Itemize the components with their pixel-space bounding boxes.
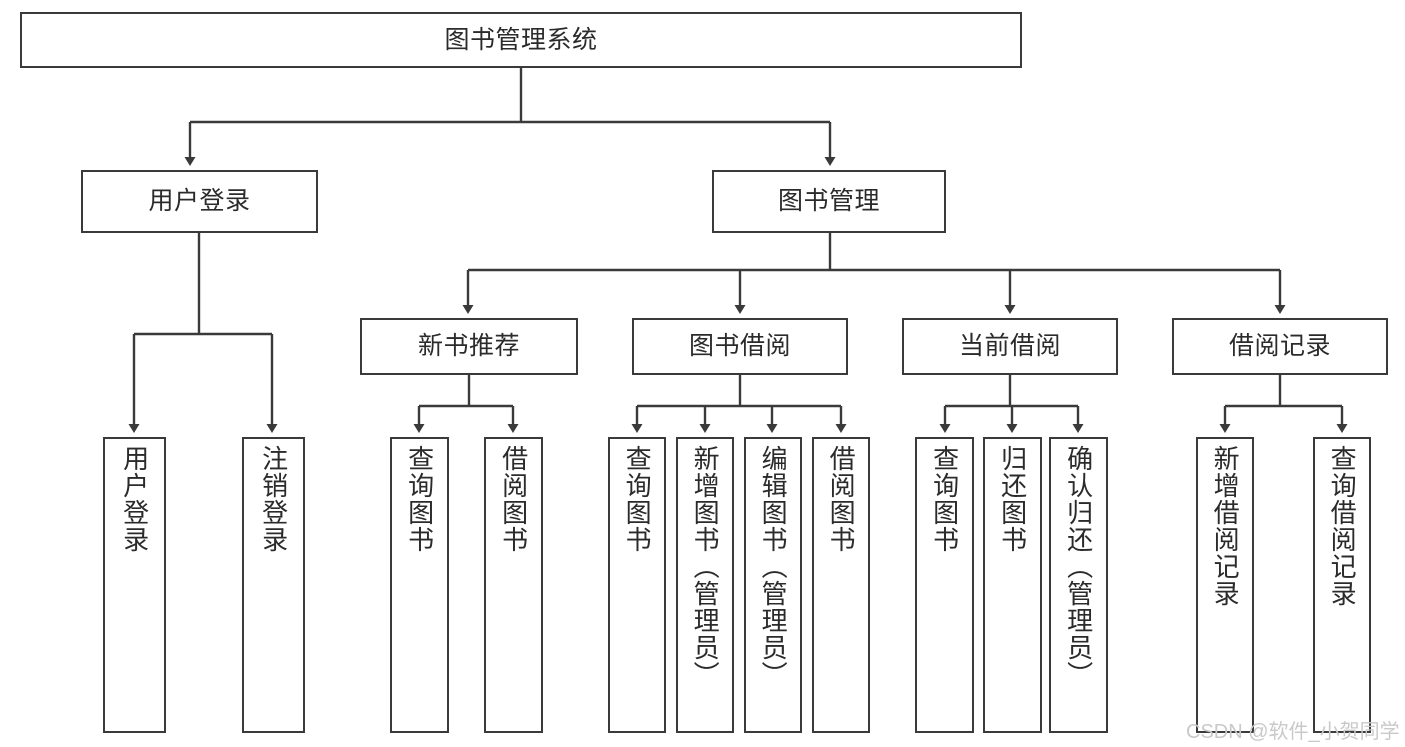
node-label: 查询图书 [622, 445, 653, 553]
leaf-book-borrow-add[interactable]: 新增图书（管理员） [676, 437, 734, 733]
leaf-current-borrow-query[interactable]: 查询图书 [915, 437, 974, 733]
leaf-borrow-record-query[interactable]: 查询借阅记录 [1313, 437, 1371, 733]
node-user-login[interactable]: 用户登录 [81, 170, 318, 233]
node-label: 查询图书 [929, 445, 960, 553]
node-label: 图书管理系统 [444, 25, 598, 54]
node-current-borrow[interactable]: 当前借阅 [902, 318, 1118, 375]
node-label: 借阅图书 [498, 445, 529, 553]
leaf-new-book-query[interactable]: 查询图书 [390, 437, 449, 733]
node-label: 确认归还（管理员） [1063, 445, 1094, 688]
node-label: 借阅记录 [1228, 332, 1331, 361]
node-label: 用户登录 [119, 445, 150, 553]
node-label: 归还图书 [997, 445, 1028, 553]
node-label: 编辑图书（管理员） [758, 445, 789, 688]
node-new-book-recommend[interactable]: 新书推荐 [360, 318, 578, 375]
leaf-current-borrow-return[interactable]: 归还图书 [983, 437, 1042, 733]
node-label: 注销登录 [258, 445, 289, 553]
leaf-new-book-borrow[interactable]: 借阅图书 [484, 437, 543, 733]
csdn-watermark: CSDN @软件_小贺同学 [1186, 721, 1400, 743]
leaf-user-login-logout[interactable]: 注销登录 [242, 437, 305, 733]
node-book-borrow[interactable]: 图书借阅 [632, 318, 848, 375]
leaf-user-login-login[interactable]: 用户登录 [103, 437, 166, 733]
node-label: 新增图书（管理员） [690, 445, 721, 688]
node-borrow-record[interactable]: 借阅记录 [1172, 318, 1388, 375]
node-label: 用户登录 [148, 187, 251, 216]
leaf-book-borrow-borrow[interactable]: 借阅图书 [812, 437, 870, 733]
node-label: 查询图书 [404, 445, 435, 553]
node-label: 图书借阅 [688, 332, 791, 361]
node-book-management[interactable]: 图书管理 [712, 170, 946, 233]
leaf-borrow-record-add[interactable]: 新增借阅记录 [1196, 437, 1254, 733]
leaf-book-borrow-query[interactable]: 查询图书 [608, 437, 666, 733]
node-label: 当前借阅 [958, 332, 1061, 361]
node-label: 查询借阅记录 [1327, 445, 1358, 607]
node-label: 图书管理 [777, 187, 880, 216]
leaf-book-borrow-edit[interactable]: 编辑图书（管理员） [744, 437, 802, 733]
node-label: 新书推荐 [417, 332, 520, 361]
leaf-current-borrow-confirm-return[interactable]: 确认归还（管理员） [1049, 437, 1108, 733]
node-label: 借阅图书 [826, 445, 857, 553]
node-label: 新增借阅记录 [1210, 445, 1241, 607]
node-root-book-management-system[interactable]: 图书管理系统 [20, 12, 1022, 68]
